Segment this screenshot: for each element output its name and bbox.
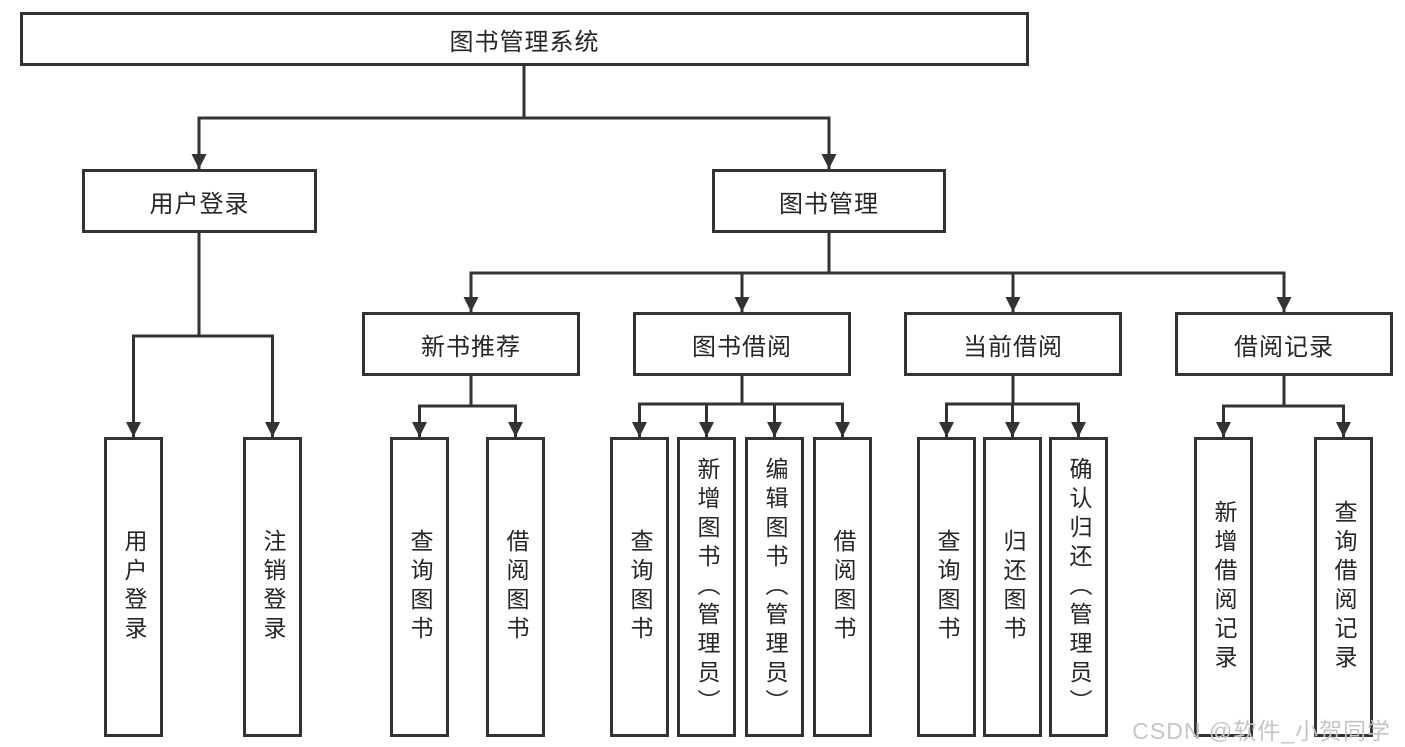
leaf-logout: 注销登录 (243, 437, 302, 737)
node-user-login: 用户登录 (82, 169, 317, 233)
node-root-library-system: 图书管理系统 (20, 12, 1029, 66)
leaf-br-query-record: 查询借阅记录 (1314, 437, 1373, 737)
node-book-borrowing: 图书借阅 (633, 312, 851, 376)
leaf-bb-borrow-books: 借阅图书 (813, 437, 872, 737)
node-borrowing-records: 借阅记录 (1175, 312, 1393, 376)
leaf-br-add-record: 新增借阅记录 (1194, 437, 1253, 737)
leaf-cb-return-books: 归还图书 (983, 437, 1042, 737)
leaf-nb-query-books: 查询图书 (390, 437, 449, 737)
leaf-bb-edit-books-admin: 编辑图书（管理员） (745, 437, 804, 737)
node-current-borrowing: 当前借阅 (904, 312, 1122, 376)
node-new-book-recommend: 新书推荐 (362, 312, 580, 376)
leaf-user-login: 用户登录 (104, 437, 163, 737)
leaf-bb-query-books: 查询图书 (610, 437, 669, 737)
node-book-management: 图书管理 (712, 169, 946, 233)
leaf-cb-confirm-return-admin: 确认归还（管理员） (1049, 437, 1108, 737)
leaf-bb-add-books-admin: 新增图书（管理员） (677, 437, 736, 737)
leaf-nb-borrow-books: 借阅图书 (486, 437, 545, 737)
leaf-cb-query-books: 查询图书 (917, 437, 976, 737)
